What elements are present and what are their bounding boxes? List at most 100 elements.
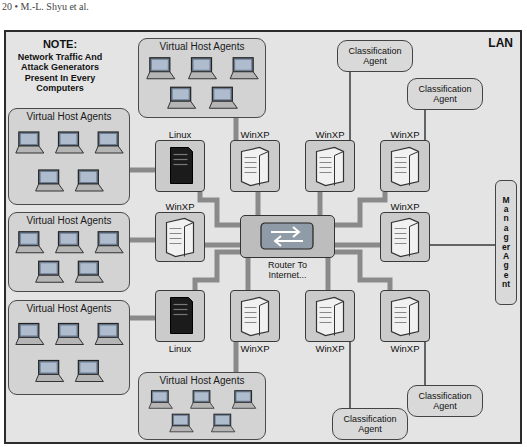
laptop-icon (16, 132, 44, 153)
laptop-icon (36, 261, 64, 282)
node-label: Virtual Host Agents (27, 215, 112, 226)
os-label: WinXP (315, 129, 344, 140)
laptop-icon (147, 58, 175, 79)
network-link (200, 192, 240, 225)
node-label: LAN (488, 36, 513, 50)
winxp-server-icon (381, 213, 428, 260)
agent-link (424, 342, 426, 385)
node-label: Classification Agent (413, 391, 477, 412)
laptop-icon (75, 261, 103, 282)
agent-link (349, 342, 351, 408)
host-agent-group: Virtual Host Agents (138, 38, 266, 118)
laptop-icon (36, 361, 64, 382)
page-header: 20 • M.-L. Shyu et al. (2, 1, 162, 12)
winxp-computer: WinXP (305, 290, 355, 342)
network-link (326, 258, 331, 290)
os-label: WinXP (390, 201, 419, 212)
network-link (205, 243, 240, 248)
os-label: Linux (169, 129, 192, 140)
winxp-computer: WinXP (305, 140, 355, 192)
laptop-icon (16, 232, 44, 253)
laptop-icon (95, 232, 123, 253)
network-link (335, 243, 380, 248)
network-link (130, 168, 155, 173)
classification-agent: Classification Agent (407, 385, 483, 417)
laptop-icon (168, 87, 196, 108)
laptop-icon (16, 324, 44, 345)
network-link (234, 118, 239, 140)
winxp-computer: WinXP (155, 212, 205, 262)
node-label: Classification Agent (343, 46, 407, 67)
laptop-icon (149, 391, 173, 409)
node-label: Classification Agent (413, 84, 477, 105)
winxp-computer: WinXP (230, 290, 280, 342)
laptop-icon (56, 232, 84, 253)
laptop-icons (9, 301, 128, 393)
winxp-server-icon (156, 213, 203, 260)
network-link (130, 238, 155, 243)
network-link (335, 192, 385, 225)
winxp-server-icon (306, 291, 353, 340)
os-label: WinXP (390, 129, 419, 140)
laptop-icon (230, 58, 258, 79)
laptop-icon (209, 87, 237, 108)
classification-agent: Classification Agent (337, 40, 413, 72)
linux-computer: Linux (155, 140, 205, 192)
winxp-server-icon (381, 291, 428, 340)
linux-tower-icon (156, 141, 203, 190)
manager-agent: Manager Agent (495, 180, 517, 305)
linux-computer: Linux (155, 290, 205, 342)
laptop-icon (232, 391, 256, 409)
agent-link (430, 244, 495, 246)
node-label: Router To Internet... (257, 260, 319, 281)
host-agent-group: Virtual Host Agents (138, 372, 266, 440)
agent-link (424, 110, 426, 140)
note-heading: NOTE: (10, 38, 110, 50)
winxp-server-icon (306, 141, 353, 190)
linux-tower-icon (156, 291, 203, 340)
laptop-icon (95, 324, 123, 345)
os-label: Linux (169, 343, 192, 354)
network-link (234, 342, 239, 372)
laptop-icon (170, 414, 194, 432)
router-box: Router To Internet... (240, 215, 335, 258)
os-label: WinXP (315, 343, 344, 354)
lan-fill (4, 30, 522, 444)
winxp-computer: WinXP (230, 140, 280, 192)
classification-agent: Classification Agent (332, 408, 408, 440)
router-icon (241, 216, 333, 256)
laptop-icon (36, 170, 64, 191)
node-label: Classification Agent (338, 414, 402, 435)
node-label: Virtual Host Agents (160, 375, 245, 386)
network-link (318, 192, 323, 215)
winxp-computer: WinXP (380, 140, 430, 192)
os-label: WinXP (165, 201, 194, 212)
winxp-server-icon (231, 291, 278, 340)
laptop-icon (211, 414, 235, 432)
agent-link (349, 72, 351, 140)
laptop-icon (191, 391, 215, 409)
host-agent-group: Virtual Host Agents (8, 212, 130, 292)
laptop-icon (75, 361, 103, 382)
winxp-server-icon (381, 141, 428, 190)
host-agent-group: Virtual Host Agents (8, 300, 130, 395)
os-label: WinXP (240, 129, 269, 140)
laptop-icon (75, 170, 103, 191)
host-agent-group: Virtual Host Agents (8, 108, 130, 205)
laptop-icon (56, 324, 84, 345)
laptop-icons (9, 109, 128, 203)
winxp-computer: WinXP (380, 290, 430, 342)
classification-agent: Classification Agent (407, 78, 483, 110)
winxp-server-icon (231, 141, 278, 190)
os-label: WinXP (390, 343, 419, 354)
node-label: Virtual Host Agents (27, 303, 112, 314)
laptop-icon (189, 58, 217, 79)
os-label: WinXP (240, 343, 269, 354)
network-link (130, 316, 155, 321)
node-label: Virtual Host Agents (160, 41, 245, 52)
laptop-icon (56, 132, 84, 153)
network-link (256, 192, 261, 215)
laptop-icon (95, 132, 123, 153)
node-label: Manager Agent (502, 196, 511, 289)
